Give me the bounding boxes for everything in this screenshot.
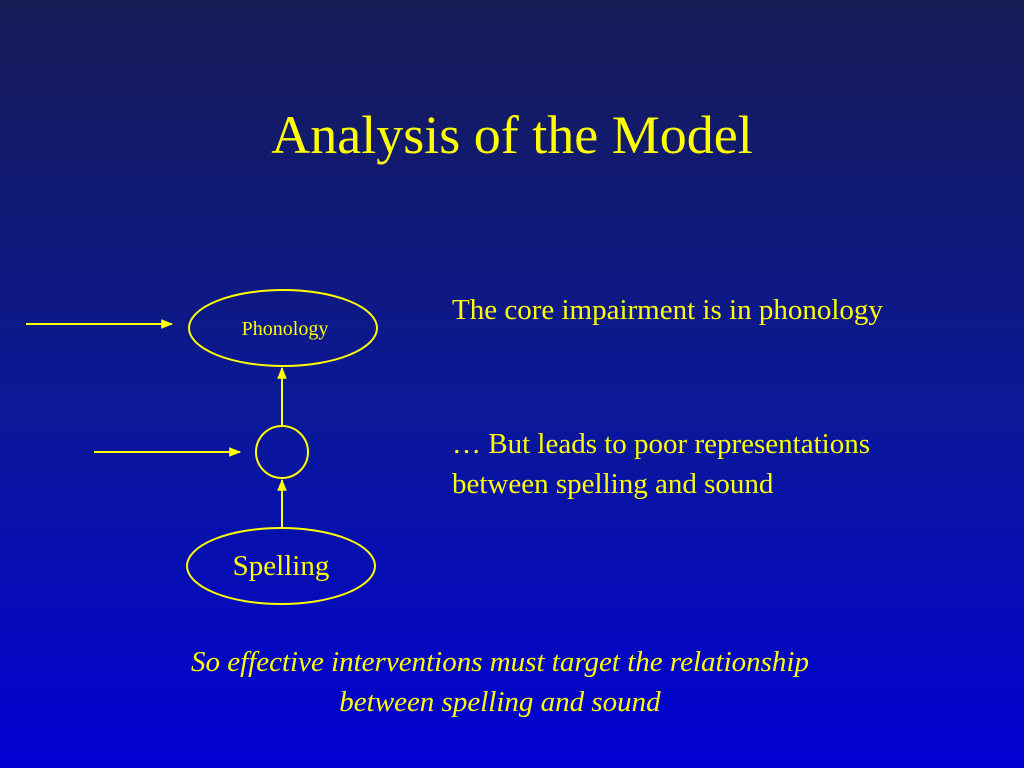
- point-line: between spelling and sound: [452, 468, 774, 500]
- point-core-impairment: The core impairment is in phonology: [452, 290, 883, 330]
- point-poor-representations: … But leads to poor representations betw…: [452, 424, 870, 504]
- phonology-label: Phonology: [241, 318, 329, 340]
- point-line: The core impairment is in phonology: [452, 294, 883, 326]
- slide-title: Analysis of the Model: [271, 105, 753, 165]
- conclusion-text: So effective interventions must target t…: [0, 642, 1000, 722]
- phonology-node: [188, 289, 378, 367]
- conclusion-line: So effective interventions must target t…: [190, 646, 809, 678]
- conclusion-line: between spelling and sound: [339, 686, 661, 718]
- hidden-unit-node: [255, 425, 309, 479]
- point-line: … But leads to poor representations: [452, 428, 870, 460]
- spelling-label: Spelling: [232, 550, 330, 582]
